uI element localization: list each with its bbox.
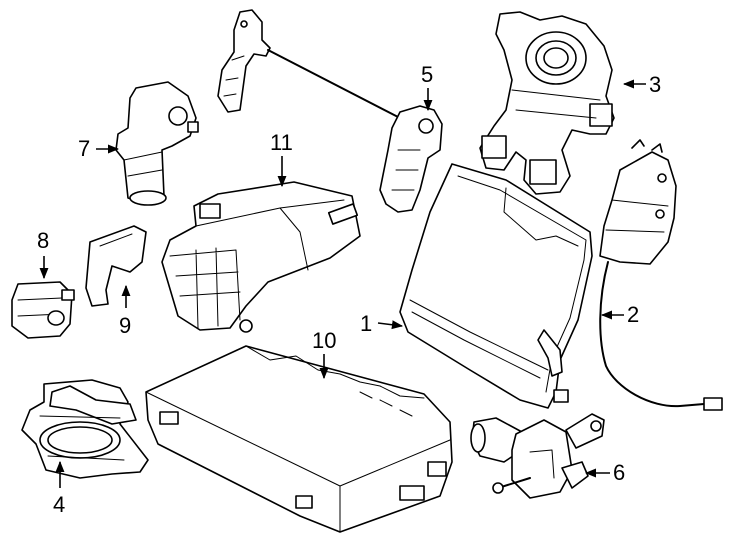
- callout-7: 7: [78, 136, 120, 161]
- callout-7-label: 7: [78, 136, 90, 161]
- callout-4-label: 4: [53, 492, 65, 517]
- callout-11-label: 11: [270, 130, 293, 155]
- part-11-control-module-small: [161, 181, 361, 333]
- callout-5: 5: [421, 62, 433, 112]
- part-5-cable-linkage: [217, 9, 443, 213]
- callout-6-label: 6: [613, 460, 625, 485]
- part-6-motor-gearbox: [470, 413, 605, 499]
- callout-10: 10: [312, 328, 336, 380]
- callout-3-label: 3: [649, 72, 661, 97]
- callout-9: 9: [119, 284, 131, 338]
- part-9-clip: [85, 225, 147, 307]
- callout-5-label: 5: [421, 62, 433, 87]
- callout-2: 2: [600, 302, 639, 327]
- part-2-actuator-with-cable: [599, 139, 723, 411]
- callout-6: 6: [584, 460, 625, 485]
- part-1-seat-back-frame: [399, 163, 593, 409]
- callout-2-label: 2: [627, 302, 639, 327]
- callout-1-label: 1: [360, 311, 372, 336]
- part-3-lumbar-housing: [479, 11, 615, 195]
- part-10-control-module-large: [145, 345, 453, 533]
- callout-11: 11: [270, 130, 293, 188]
- callout-10-label: 10: [312, 328, 336, 353]
- callout-9-label: 9: [119, 313, 131, 338]
- callout-8: 8: [37, 228, 49, 280]
- callout-4: 4: [53, 460, 65, 517]
- part-4-speaker-bracket: [21, 379, 149, 479]
- callout-3: 3: [622, 72, 661, 97]
- part-7-small-motor: [115, 81, 199, 206]
- part-8-connector: [11, 281, 75, 339]
- callout-8-label: 8: [37, 228, 49, 253]
- callout-1: 1: [360, 311, 404, 336]
